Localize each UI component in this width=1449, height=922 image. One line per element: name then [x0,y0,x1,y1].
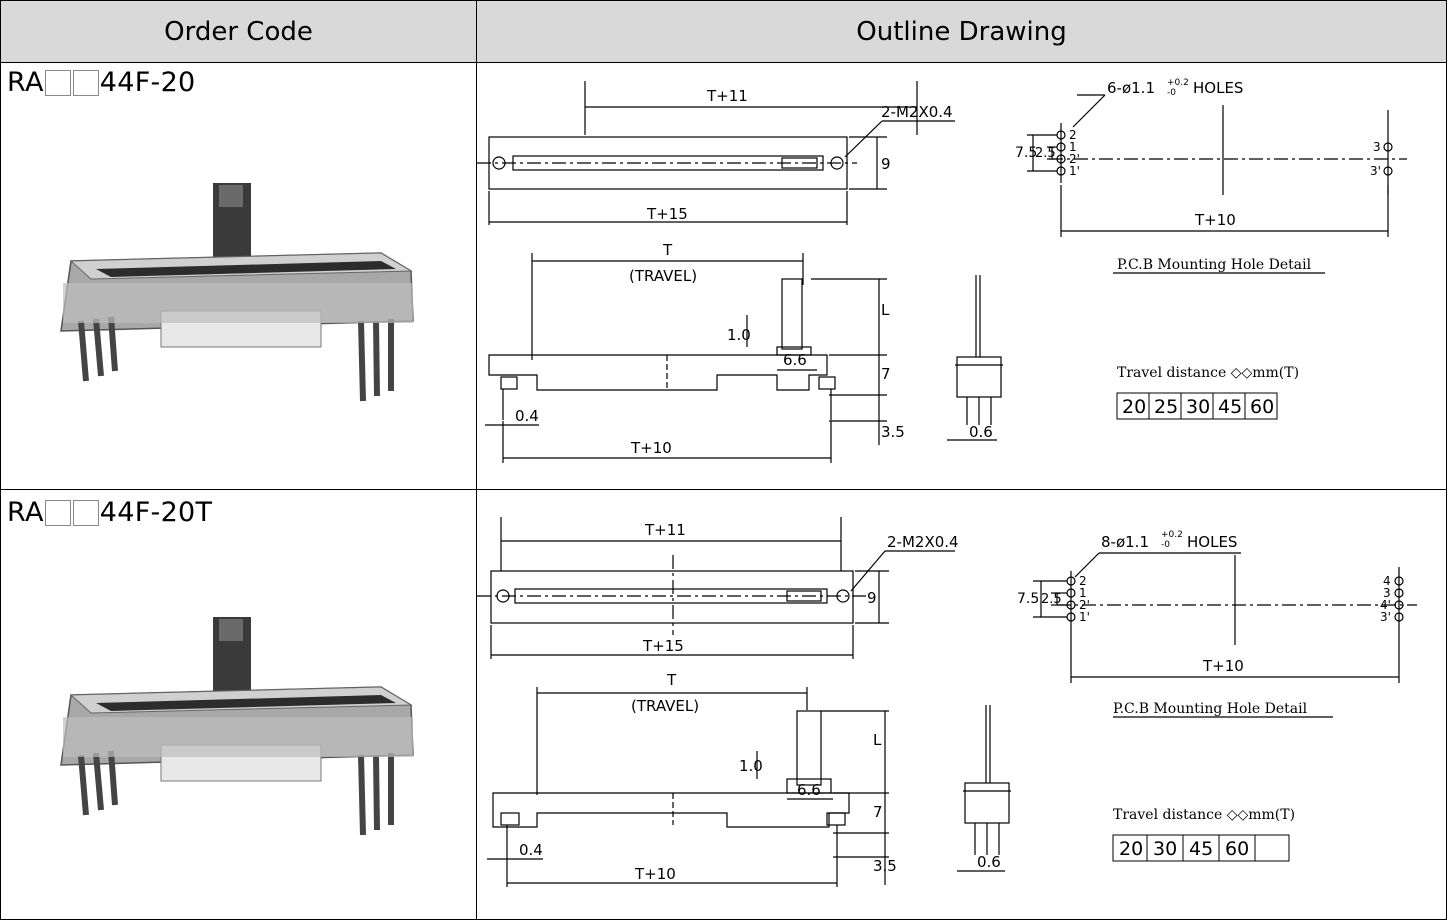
header-order-code: Order Code [1,1,476,63]
dim-m2-thread: 2-M2X0.4 [887,533,959,551]
dim-l: L [881,301,890,319]
dim-1-0: 1.0 [739,757,763,775]
dim-2-5: 2.5 [1035,146,1056,161]
order-code-suffix: 44F-20 [99,67,196,98]
dim-0-4: 0.4 [515,407,539,425]
dim-travel: (TRAVEL) [629,267,697,285]
order-code-suffix: 44F-20T [99,497,213,528]
holes-count: 8-ø1.1 [1101,533,1149,551]
outline-drawing-row-1: T+11 2-M2X0.4 9 T+15 T (TRAVEL) L 1.0 6.… [477,78,1407,463]
dim-t: T [662,241,673,259]
dim-t15: T+15 [646,205,688,223]
pin-4p: 4' [1380,598,1391,612]
tol-minus: -0 [1161,540,1170,550]
pin-2: 2 [1079,574,1087,588]
product-photo-slide-potentiometer [60,617,414,836]
travel-value: 30 [1153,838,1177,860]
pin-2p: 2' [1079,598,1090,612]
dim-0-6: 0.6 [977,853,1001,871]
dim-t11: T+11 [706,87,748,105]
pin-1: 1 [1079,586,1087,600]
dim-l: L [873,731,882,749]
tol-plus: +0.2 [1167,78,1189,88]
pin-3: 3 [1383,586,1391,600]
dim-3-5: 3.5 [873,857,897,875]
pin-1: 1 [1069,140,1077,154]
pcb-caption: P.C.B Mounting Hole Detail [1113,701,1308,717]
dim-9: 9 [881,155,891,173]
row-divider [1,489,1446,490]
pin-4: 4 [1383,574,1391,588]
code-placeholder-box [72,69,99,96]
dim-t11: T+11 [644,521,686,539]
holes-label: HOLES [1193,79,1243,97]
dim-7: 7 [873,803,883,821]
order-code-row-1: RA 44F-20 [7,67,196,98]
travel-values-table: 20 30 45 60 [1112,834,1290,862]
pin-1p: 1' [1079,610,1090,624]
travel-caption: Travel distance ◇◇mm(T) [1117,365,1299,381]
dim-6-6: 6.6 [783,351,807,369]
slider-photo [60,617,414,836]
tol-plus: +0.2 [1161,530,1183,540]
dim-6-6: 6.6 [797,781,821,799]
dim-9: 9 [867,589,877,607]
travel-caption: Travel distance ◇◇mm(T) [1113,807,1295,823]
dim-1-0: 1.0 [727,326,751,344]
tol-minus: -0 [1167,88,1176,98]
travel-value: 20 [1122,396,1146,418]
code-placeholder-box [72,499,99,526]
dim-7-5: 7.5 [1017,591,1039,607]
travel-value: 60 [1250,396,1274,418]
travel-value: 60 [1225,838,1249,860]
dim-2-5: 2.5 [1041,592,1062,607]
column-divider [476,1,477,919]
pin-1p: 1' [1069,164,1080,178]
order-code-prefix: RA [7,67,44,98]
dim-0-4: 0.4 [519,841,543,859]
dim-7: 7 [881,365,891,383]
dim-t10-pcb: T+10 [1194,211,1236,229]
dim-t10-pcb: T+10 [1202,657,1244,675]
dim-t10: T+10 [634,865,676,883]
slider-photo [60,183,414,402]
dim-t: T [666,671,677,689]
code-placeholder-box [44,499,71,526]
dim-t10: T+10 [630,439,672,457]
dim-7-5: 7.5 [1015,145,1037,161]
dim-0-6: 0.6 [969,423,993,441]
dim-m2-thread: 2-M2X0.4 [881,103,953,121]
travel-value: 45 [1189,838,1213,860]
order-code-prefix: RA [7,497,44,528]
holes-count: 6-ø1.1 [1107,79,1155,97]
pin-3p: 3' [1370,164,1381,178]
dim-t15: T+15 [642,637,684,655]
pcb-caption: P.C.B Mounting Hole Detail [1117,257,1312,273]
dim-3-5: 3.5 [881,423,905,441]
travel-value: 30 [1186,396,1210,418]
travel-value: 25 [1154,396,1178,418]
order-code-row-2: RA 44F-20T [7,497,212,528]
product-photo-slide-potentiometer [60,183,414,402]
pin-2: 2 [1069,128,1077,142]
header-outline-drawing: Outline Drawing [477,1,1446,63]
pin-3p: 3' [1380,610,1391,624]
outline-drawing-row-2: T+11 2-M2X0.4 9 T+15 T (TRAVEL) L 1.0 6.… [477,517,1417,887]
travel-value: 20 [1119,838,1143,860]
pin-2p: 2' [1069,152,1080,166]
travel-values-table: 20 25 30 45 60 [1116,392,1278,420]
travel-value: 45 [1218,396,1242,418]
code-placeholder-box [44,69,71,96]
dim-travel: (TRAVEL) [631,697,699,715]
holes-label: HOLES [1187,533,1237,551]
pin-3: 3 [1373,140,1381,154]
